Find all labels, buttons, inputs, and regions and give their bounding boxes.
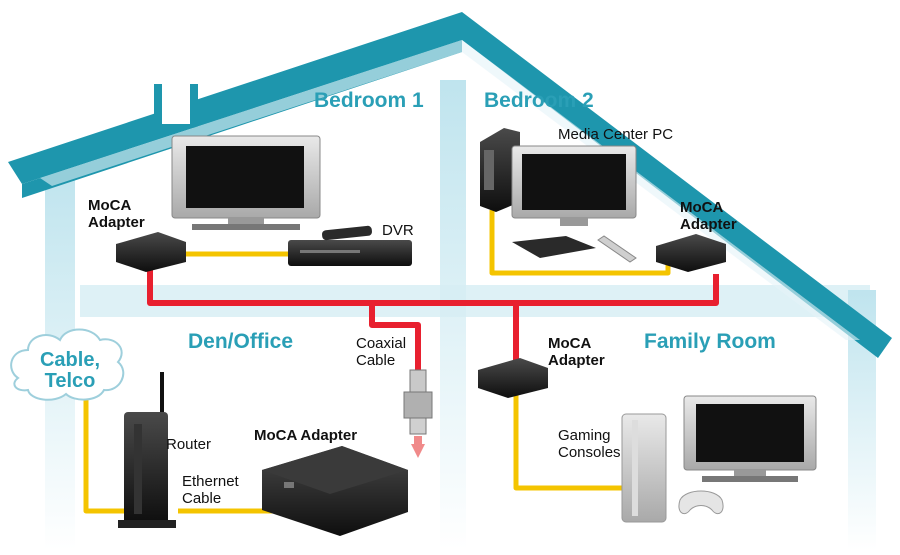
cable-telco-cloud [10,328,125,401]
remote-control [597,235,637,263]
label-moca-bedroom2-line1: MoCA [680,199,724,216]
label-ethernet-cable-line2: Cable [182,489,222,507]
cloud-label-line1: Cable, [39,349,101,371]
label-gaming-consoles-line2: Consoles [558,443,621,461]
label-media-center-pc: Media Center PC [558,126,674,143]
label-coaxial-cable: Coaxial Cable [356,335,407,369]
coax-connector [403,369,433,458]
label-moca-family-line2: Adapter [548,351,605,369]
cloud-label-line2: Telco [44,370,96,392]
dvr-device [288,225,412,266]
label-router: Router [166,436,212,453]
label-moca-bedroom1-line1: MoCA [88,197,132,214]
room-label-den-office: Den/Office [188,330,294,353]
gaming-console [621,413,667,523]
coax-cables [147,262,719,372]
room-label-bedroom1: Bedroom 1 [314,89,424,112]
label-gaming-consoles: Gaming Consoles [558,427,621,461]
moca-adapter-bedroom2 [656,234,726,272]
game-controller [678,490,724,515]
label-moca-bedroom2: MoCA Adapter [680,199,737,233]
label-coaxial-cable-line2: Cable [356,351,396,369]
moca-adapter-bedroom1 [116,232,186,272]
media-center-pc-tower [480,128,520,212]
label-moca-den: MoCA Adapter [254,427,358,444]
label-ethernet-cable: Ethernet Cable [182,473,239,507]
label-dvr: DVR [382,222,414,239]
roof-shadow [40,40,860,340]
label-moca-bedroom1: MoCA Adapter [88,197,145,231]
room-label-bedroom2: Bedroom 2 [484,89,594,112]
cloud-label: Cable, Telco [30,350,110,392]
label-coaxial-cable-line1: Coaxial [356,335,407,352]
bedroom1-tv [171,135,321,230]
label-gaming-consoles-line1: Gaming [558,427,611,444]
label-ethernet-cable-line1: Ethernet [182,473,239,490]
router-device [118,372,176,528]
moca-adapter-den [262,446,408,536]
media-center-pc-monitor [511,145,637,226]
moca-adapter-family [478,358,548,398]
label-moca-bedroom1-line2: Adapter [88,213,145,231]
room-label-family-room: Family Room [644,330,776,353]
family-room-tv [683,395,817,482]
label-moca-bedroom2-line2: Adapter [680,215,737,233]
keyboard [512,236,596,258]
label-moca-family-line1: MoCA [548,335,592,352]
label-moca-family: MoCA Adapter [548,335,605,369]
